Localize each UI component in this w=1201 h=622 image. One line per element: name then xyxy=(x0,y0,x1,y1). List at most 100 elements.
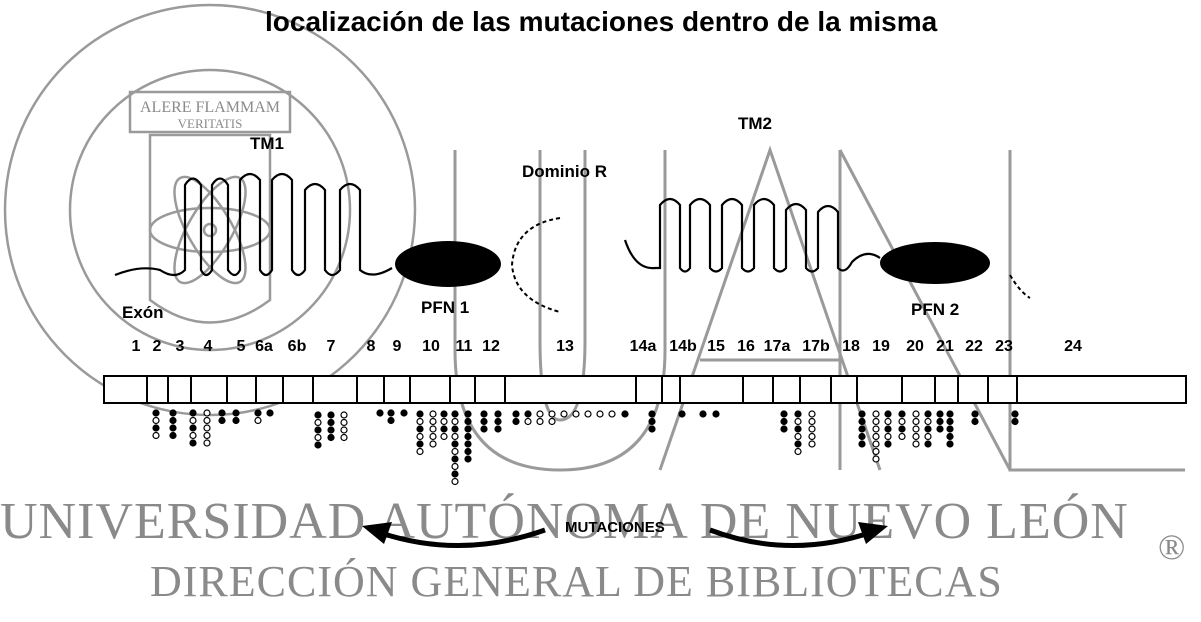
exon-bar xyxy=(103,375,1187,404)
exon-number: 16 xyxy=(737,338,755,355)
pfn1-domain xyxy=(395,241,501,287)
mutation-mark xyxy=(898,425,906,433)
mutation-mark xyxy=(872,432,880,441)
mutation-mark xyxy=(327,426,335,434)
mutation-mark xyxy=(451,455,459,463)
mutation-mark xyxy=(464,432,472,441)
label-pfn2: PFN 2 xyxy=(911,300,960,319)
mutation-mark xyxy=(169,416,177,425)
exon-number: 7 xyxy=(326,338,336,355)
exon-number: 12 xyxy=(482,338,500,355)
mutation-mark xyxy=(218,409,226,417)
mutation-mark xyxy=(794,417,802,426)
mutation-mark xyxy=(203,416,211,425)
mutation-mark xyxy=(1011,417,1019,426)
mutation-mark xyxy=(451,410,459,418)
mutation-mark xyxy=(884,410,892,418)
mutation-mark xyxy=(548,417,556,426)
mutation-mark xyxy=(480,425,488,433)
exon-number: 23 xyxy=(995,338,1013,355)
mutation-mark xyxy=(451,417,459,426)
mutation-mark xyxy=(494,410,502,418)
mutation-mark xyxy=(858,432,866,441)
mutation-mark xyxy=(924,410,932,418)
mutation-mark xyxy=(327,418,335,427)
mutation-mark xyxy=(712,410,720,418)
mutation-mark xyxy=(494,417,502,426)
exon-number: 8 xyxy=(366,338,376,355)
mutation-mark xyxy=(924,432,932,441)
mutation-mark xyxy=(189,409,197,417)
exon-number: 14b xyxy=(669,338,697,355)
mutation-mark xyxy=(451,447,459,456)
exon-number: 13 xyxy=(556,338,574,355)
mutation-mark xyxy=(912,440,920,448)
mutation-mark xyxy=(440,425,448,433)
mutation-mark xyxy=(416,410,424,418)
mutation-mark xyxy=(548,410,556,418)
mutation-mark xyxy=(924,425,932,433)
label-exon: Exón xyxy=(122,303,164,322)
mutation-mark xyxy=(912,417,920,426)
mutation-mark xyxy=(203,409,211,417)
mutation-mark xyxy=(464,410,472,418)
mutation-mark xyxy=(189,439,197,447)
pfn2-domain xyxy=(880,242,990,284)
mutation-mark xyxy=(936,417,944,426)
mutation-mark xyxy=(429,410,437,418)
mutation-mark xyxy=(152,424,160,432)
mutation-mark xyxy=(584,410,592,418)
mutation-mark xyxy=(451,462,459,471)
watermark-university: UNIVERSIDAD AUTÓNOMA DE NUEVO LEÓN xyxy=(0,493,1129,550)
exon-number: 9 xyxy=(392,338,402,355)
mutation-mark xyxy=(254,409,262,417)
mutation-mark xyxy=(314,441,322,449)
mutation-mark xyxy=(314,433,322,442)
mutation-mark xyxy=(494,425,502,433)
exon-number: 2 xyxy=(152,338,162,355)
mutation-mark xyxy=(254,416,262,425)
mutation-mark xyxy=(872,410,880,418)
mutation-mark xyxy=(232,409,240,417)
mutation-mark xyxy=(416,432,424,441)
mutation-mark xyxy=(572,410,580,418)
mutation-mark xyxy=(314,418,322,427)
mutation-mark xyxy=(648,410,656,418)
mutation-mark xyxy=(152,409,160,417)
mutation-mark xyxy=(872,455,880,463)
mutation-mark xyxy=(872,447,880,456)
mutation-mark xyxy=(808,410,816,418)
mutation-mark xyxy=(858,440,866,448)
mutation-mark xyxy=(169,409,177,417)
exon-number: 21 xyxy=(936,338,954,355)
mutation-mark xyxy=(266,409,274,417)
mutation-mark xyxy=(340,426,348,434)
mutation-mark xyxy=(648,417,656,426)
mutation-mark xyxy=(971,417,979,426)
mutation-mark xyxy=(794,440,802,448)
mutation-mark xyxy=(608,410,616,418)
mutation-mark xyxy=(946,417,954,426)
mutation-arrow-right-head xyxy=(858,522,888,544)
exon-number: 4 xyxy=(203,338,213,355)
mutation-mark xyxy=(912,432,920,441)
mutation-mark xyxy=(451,425,459,433)
mutation-mark xyxy=(203,439,211,447)
label-mutaciones: MUTACIONES xyxy=(565,519,665,536)
mutation-mark xyxy=(340,433,348,442)
mutation-mark xyxy=(387,409,395,417)
mutation-arrow-left-head xyxy=(362,522,392,544)
mutation-mark xyxy=(884,425,892,433)
mutation-arrow-right xyxy=(709,527,873,548)
mutation-mark xyxy=(858,425,866,433)
mutation-mark xyxy=(340,418,348,427)
mutation-mark xyxy=(451,470,459,478)
exon-number: 20 xyxy=(906,338,924,355)
mutation-mark xyxy=(232,416,240,425)
mutation-mark xyxy=(464,455,472,463)
mutation-mark xyxy=(936,410,944,418)
mutation-mark xyxy=(512,410,520,418)
diagram-title: localización de las mutaciones dentro de… xyxy=(265,6,938,37)
